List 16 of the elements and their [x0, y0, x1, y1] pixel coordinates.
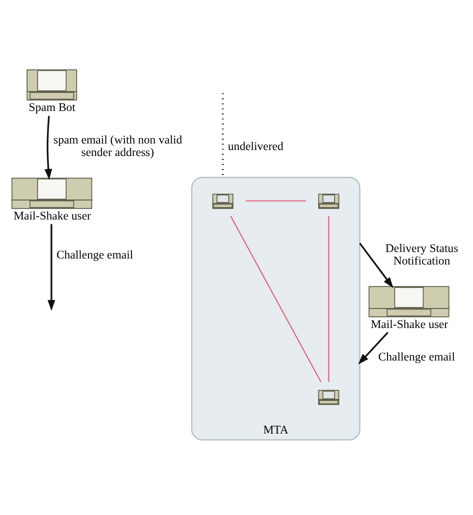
edge-label: Delivery Status Notification — [385, 241, 458, 267]
node-label: Mail-Shake user — [14, 209, 91, 222]
node-label: Spam Bot — [28, 100, 76, 114]
edge-label: undelivered — [228, 140, 284, 153]
connector — [246, 200, 306, 201]
arrow — [44, 115, 52, 180]
node-label: Mail-Shake user — [370, 317, 448, 330]
edge-label: Challenge email — [378, 350, 455, 364]
edge-label: Challenge email — [56, 248, 134, 262]
arrow — [48, 224, 56, 310]
cluster: MTA — [191, 176, 360, 440]
connector — [328, 216, 330, 382]
arrow — [359, 242, 394, 288]
arrow — [358, 331, 388, 364]
connector — [230, 215, 322, 382]
edge-label: spam email (with non valid sender address) — [54, 132, 182, 159]
